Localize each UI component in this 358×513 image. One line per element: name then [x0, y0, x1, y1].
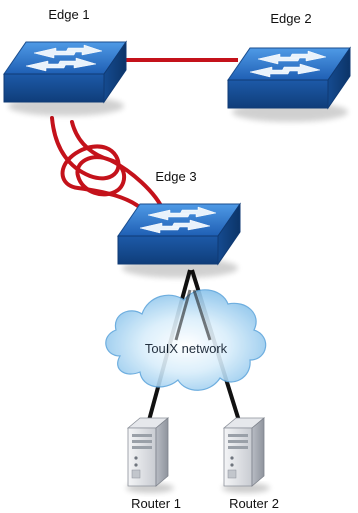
edge3-switch-icon[interactable]	[118, 204, 240, 278]
edge1-label: Edge 1	[48, 7, 89, 22]
edge2-switch-icon[interactable]	[228, 48, 350, 122]
router2-label: Router 2	[229, 496, 279, 511]
edge2-label: Edge 2	[270, 11, 311, 26]
router1-server-icon[interactable]	[126, 418, 174, 493]
edge3-label: Edge 3	[155, 169, 196, 184]
router1-label: Router 1	[131, 496, 181, 511]
link-overlay-through-cloud	[174, 289, 212, 341]
cloud-label: TouIX network	[145, 341, 228, 356]
router2-server-icon[interactable]	[222, 418, 270, 493]
touix-network-cloud: TouIX network	[105, 289, 267, 391]
edge1-switch-icon[interactable]	[4, 42, 126, 116]
link-edge1-edge3-tangled	[50, 116, 166, 214]
